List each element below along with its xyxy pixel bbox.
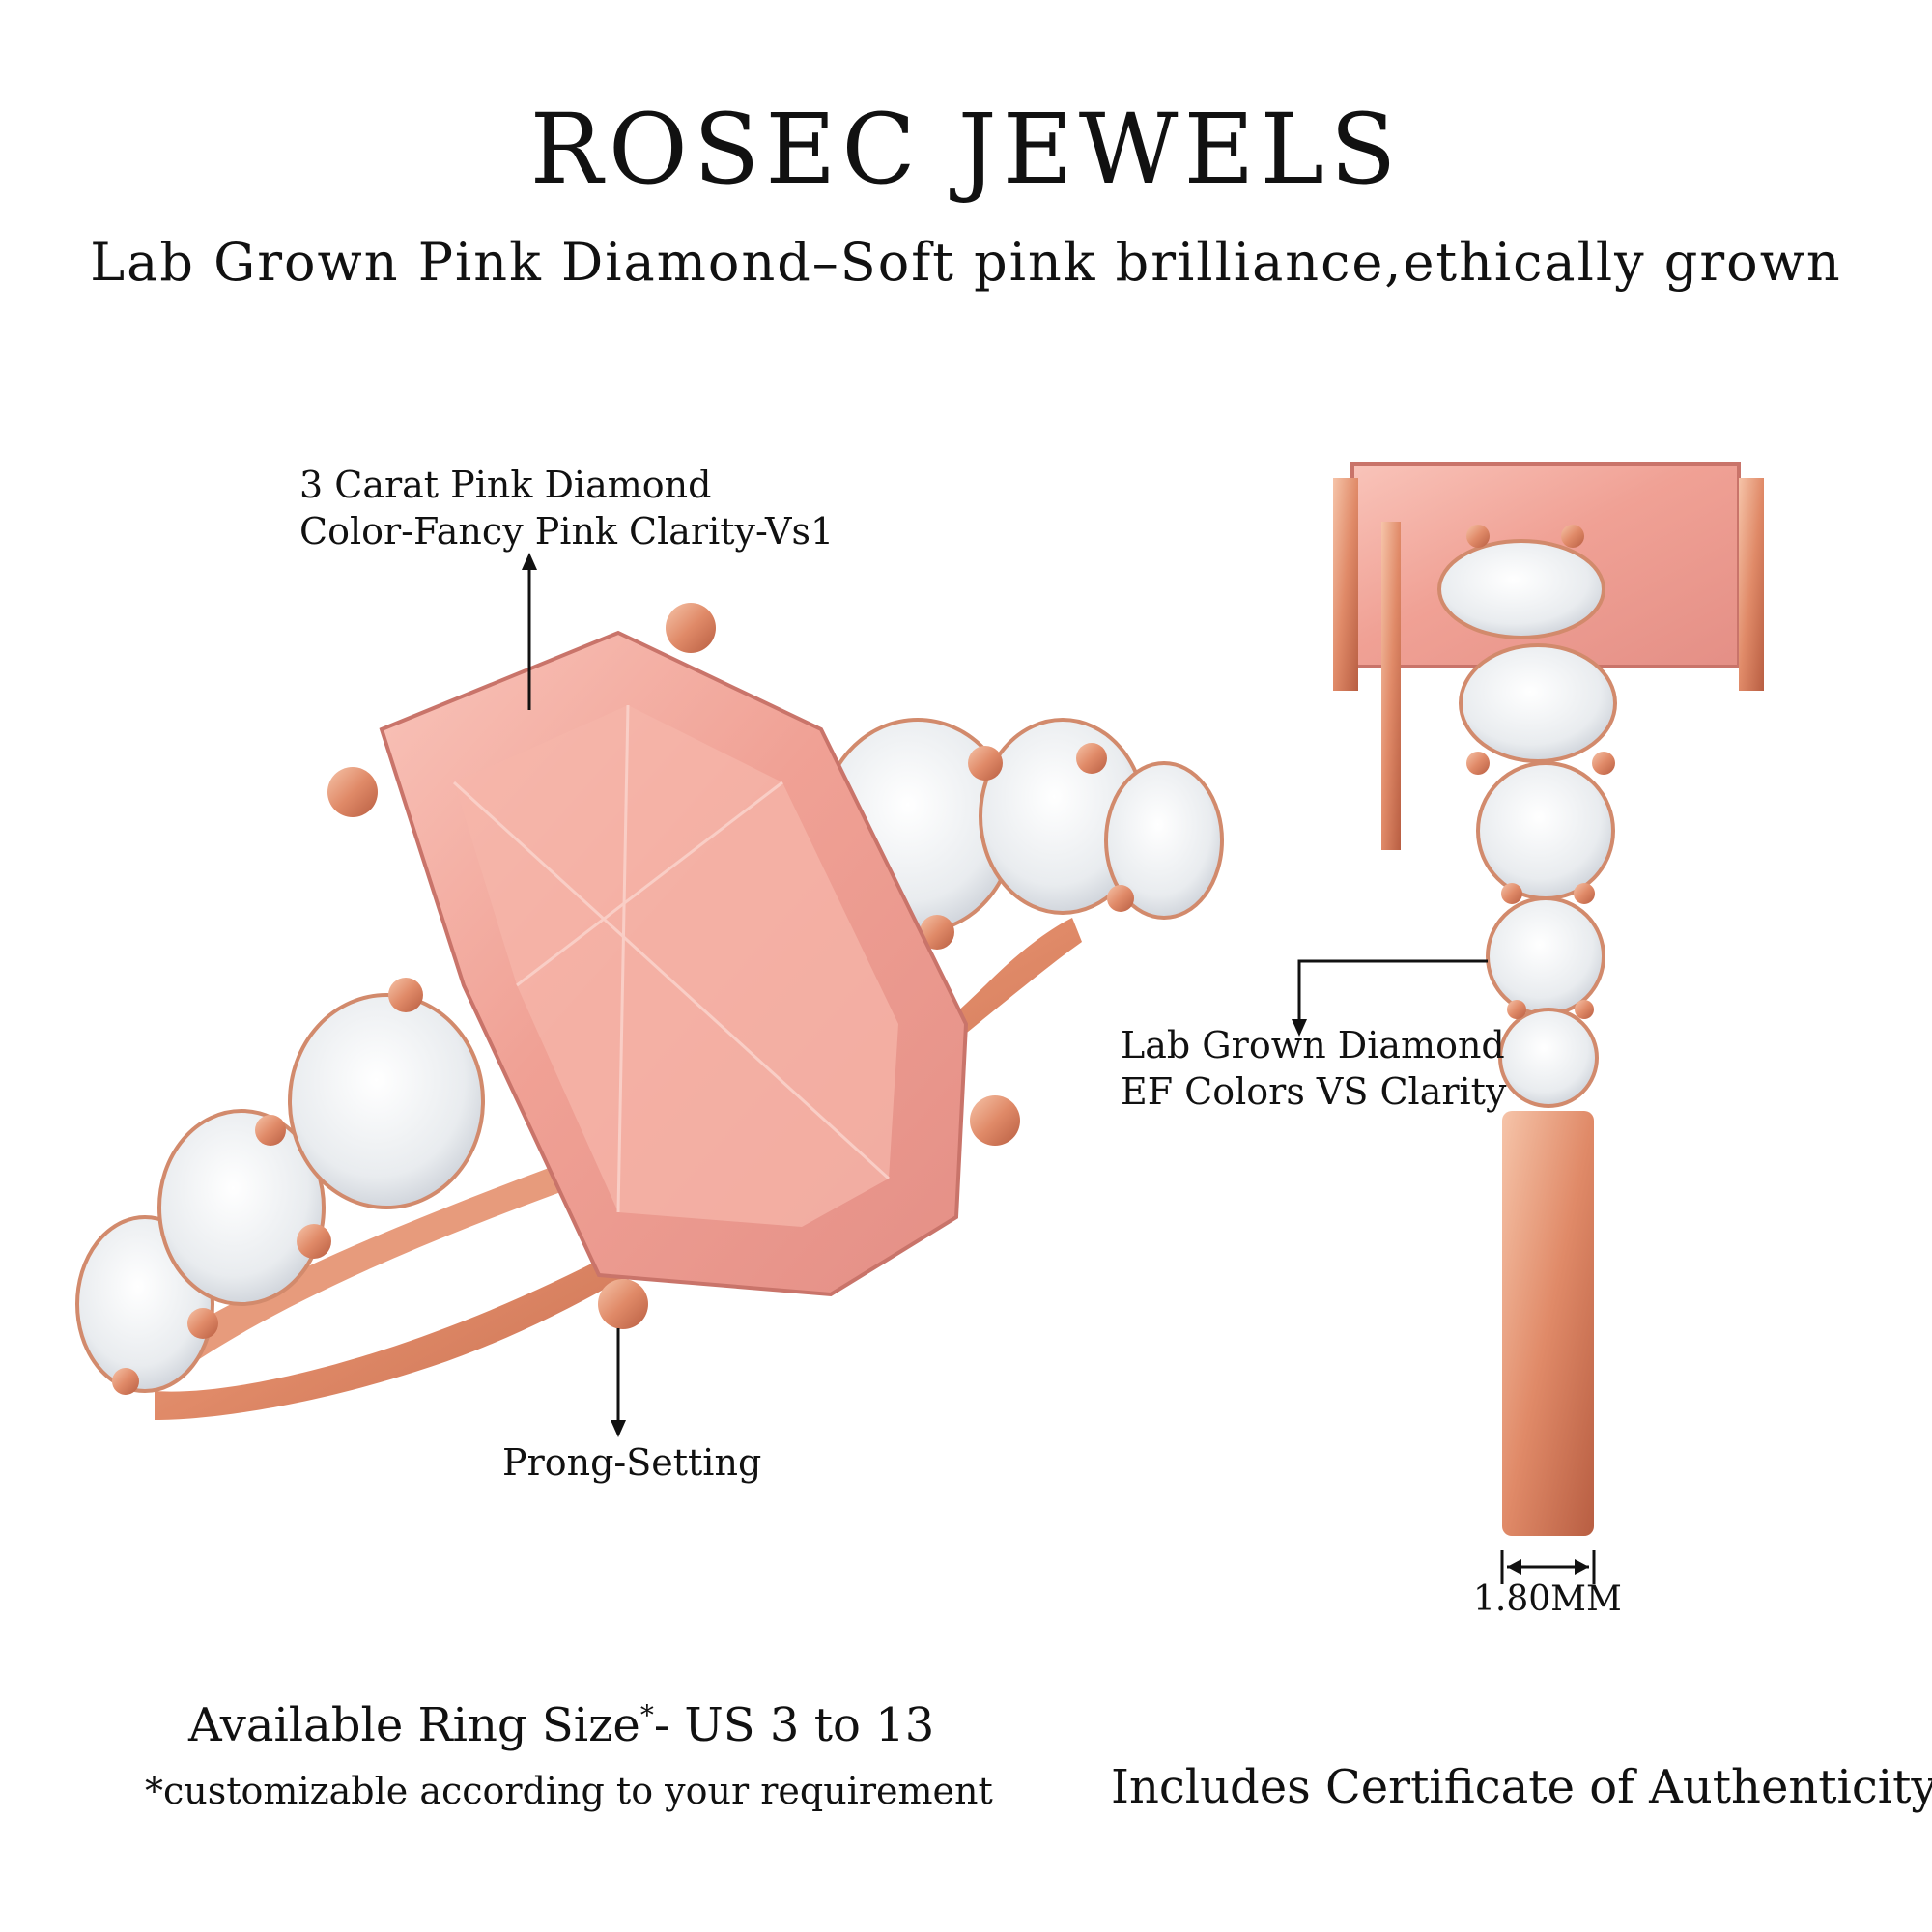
white-diamond [1476,761,1615,900]
prong [255,1115,286,1146]
arrow-side-stones [1297,959,1488,1024]
ring-size-suffix: - US 3 to 13 [653,1698,935,1752]
band-shank [1502,1111,1594,1536]
prong [1466,525,1490,548]
arrowhead [1575,1559,1589,1575]
ring-size-note: *customizable according to your requirem… [145,1770,993,1812]
setting-label: Prong-Setting [502,1441,762,1484]
prong [1592,752,1615,775]
head-prong-left [1333,478,1358,691]
ring-size-mark: * [639,1699,654,1731]
brand-title: ROSEC JEWELS [529,93,1403,206]
center-stone-label: 3 Carat Pink Diamond Color-Fancy Pink Cl… [299,462,834,554]
prong [1575,1000,1594,1019]
center-stone-line-2: Color-Fancy Pink Clarity-Vs1 [299,510,835,553]
ring-size-info: Available Ring Size*- US 3 to 13 [188,1698,934,1752]
prong [388,978,423,1012]
prong [1076,743,1107,774]
gallery [1381,522,1401,850]
prong [1107,885,1134,912]
prong [968,746,1003,781]
white-diamond [1104,761,1224,920]
facet-line [452,781,891,1180]
white-diamond [1486,896,1605,1016]
facet-line [616,704,630,1213]
prong [970,1095,1020,1146]
white-diamond [288,993,485,1209]
arrowhead [611,1420,626,1437]
left-ring [75,603,1224,1420]
facet-line [516,781,783,987]
prong [920,915,954,950]
prong [1466,752,1490,775]
white-diamond [157,1109,326,1306]
prong [1501,883,1522,904]
pink-diamond-table [454,705,898,1227]
white-diamond [1459,643,1617,763]
certificate-note: Includes Certificate of Authenticity [1111,1760,1932,1814]
arrowhead [1292,1019,1307,1037]
prong [112,1368,139,1395]
white-diamond [1498,1008,1599,1108]
product-tagline: Lab Grown Pink Diamond–Soft pink brillia… [90,232,1842,293]
prong [327,767,378,817]
center-stone-line-1: 3 Carat Pink Diamond [299,464,712,506]
head-prong-right [1739,478,1764,691]
band-width-label: 1.80MM [1473,1579,1622,1619]
right-ring [1333,462,1764,1536]
prong [598,1279,648,1329]
side-stones-line-1: Lab Grown Diamond [1121,1024,1505,1066]
prong [1574,883,1595,904]
prong [1561,525,1584,548]
prong [297,1224,331,1259]
prong [1507,1000,1526,1019]
arrowhead [522,553,537,570]
white-diamond [1437,539,1605,639]
arrowhead [1507,1559,1521,1575]
band-upper [135,1121,696,1391]
side-stones-label: Lab Grown Diamond EF Colors VS Clarity [1121,1022,1506,1115]
ring-size-prefix: Available Ring Size [188,1698,640,1752]
prong [187,1308,218,1339]
side-stones-line-2: EF Colors VS Clarity [1121,1070,1507,1113]
prong [666,603,716,653]
